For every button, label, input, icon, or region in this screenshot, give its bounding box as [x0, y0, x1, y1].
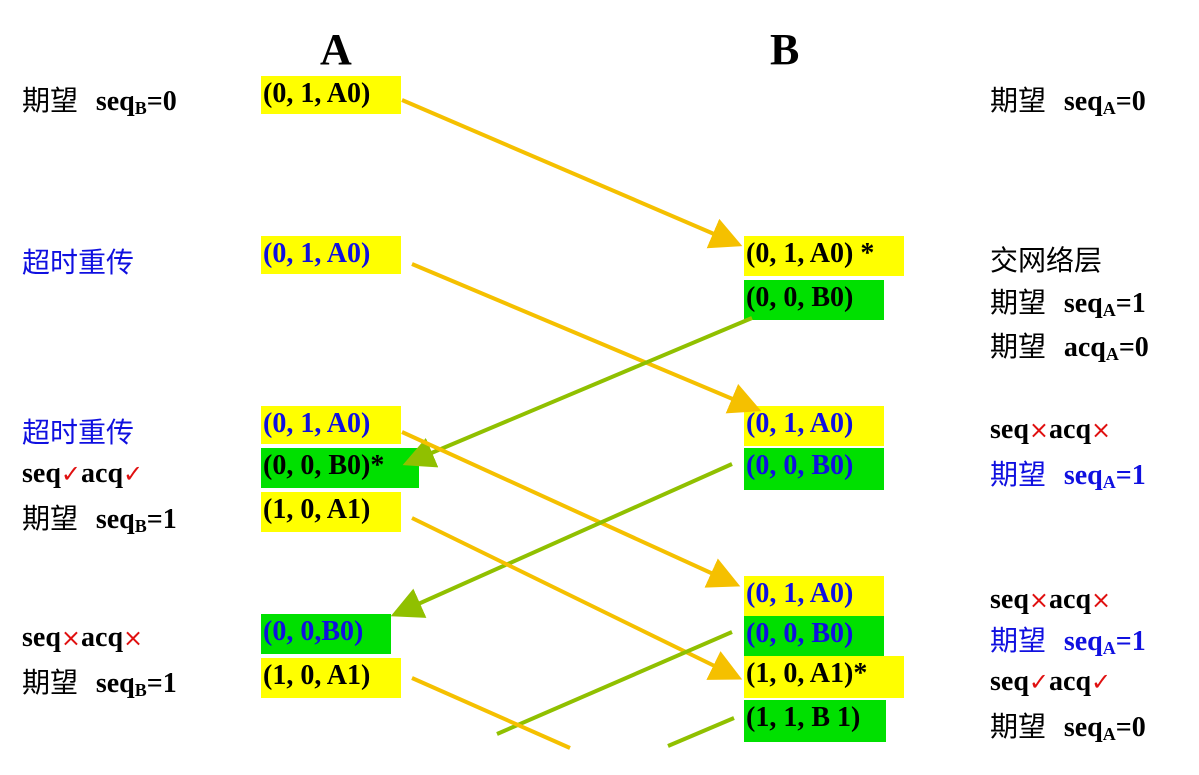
- frame-a-1: (0, 1, A0): [261, 76, 401, 114]
- left-expect-seq-b-1-again: 期望 seqB=1: [22, 666, 177, 700]
- host-b-header: B: [770, 25, 800, 74]
- yellow-arrow-a-to-b-3: [401, 430, 741, 588]
- right-seq-acq-fail-2: seq×acq×: [990, 584, 1112, 615]
- yellow-arrow-a-to-b-1: [401, 98, 743, 249]
- right-expect-seq-a-1-blue: 期望 seqA=1: [990, 458, 1146, 492]
- yellow-arrow-a-to-b-2: [411, 262, 762, 414]
- green-line-b-to-a-3: [496, 630, 733, 736]
- frame-a-4: (0, 0, B0)*: [261, 448, 419, 488]
- frame-a-5: (1, 0, A1): [261, 492, 401, 532]
- cross-icon: ×: [1028, 416, 1050, 444]
- right-deliver-network-layer: 交网络层: [990, 244, 1103, 277]
- right-expect-seq-a-0-final: 期望 seqA=0: [990, 710, 1146, 744]
- frame-b-1: (0, 1, A0) *: [744, 236, 904, 276]
- frame-b-4: (0, 0, B0): [744, 448, 884, 490]
- green-arrow-b-to-a-2: [390, 462, 733, 618]
- yellow-line-a-to-b-5: [411, 676, 571, 750]
- green-arrow-b-to-a-1: [402, 316, 753, 468]
- frame-a-6: (0, 0,B0): [261, 614, 391, 654]
- frame-a-2: (0, 1, A0): [261, 236, 401, 274]
- right-expect-acq-a-0: 期望 acqA=0: [990, 330, 1149, 364]
- cross-icon: ×: [123, 624, 144, 652]
- check-icon: ✓: [1028, 668, 1050, 696]
- frame-b-6: (0, 0, B0): [744, 616, 884, 656]
- check-icon: ✓: [123, 460, 144, 488]
- check-icon: ✓: [60, 460, 82, 488]
- yellow-arrow-a-to-b-4: [411, 516, 743, 680]
- frame-b-7: (1, 0, A1)*: [744, 656, 904, 698]
- left-expect-seq-b-1: 期望 seqB=1: [22, 502, 177, 536]
- frame-b-5: (0, 1, A0): [744, 576, 884, 616]
- cross-icon: ×: [1091, 586, 1112, 614]
- check-icon: ✓: [1091, 668, 1112, 696]
- right-expect-seq-a-1: 期望 seqA=1: [990, 286, 1146, 320]
- cross-icon: ×: [60, 624, 82, 652]
- frame-b-3: (0, 1, A0): [744, 406, 884, 446]
- left-timeout-retransmit-1: 超时重传: [22, 246, 135, 279]
- left-seq-acq-fail: seq×acq×: [22, 622, 144, 653]
- right-expect-seq-a-1-blue-2: 期望 seqA=1: [990, 624, 1146, 658]
- right-seq-acq-fail-1: seq×acq×: [990, 414, 1112, 445]
- frame-b-8: (1, 1, B 1): [744, 700, 886, 742]
- green-line-b-to-a-4: [667, 716, 735, 748]
- left-seq-acq-ok: seq✓acq✓: [22, 458, 144, 489]
- cross-icon: ×: [1091, 416, 1112, 444]
- frame-a-7: (1, 0, A1): [261, 658, 401, 698]
- left-timeout-retransmit-2: 超时重传: [22, 416, 135, 449]
- cross-icon: ×: [1028, 586, 1050, 614]
- frame-b-2: (0, 0, B0): [744, 280, 884, 320]
- frame-a-3: (0, 1, A0): [261, 406, 401, 444]
- left-expect-seq-b-0: 期望 seqB=0: [22, 84, 177, 118]
- right-seq-acq-ok: seq✓acq✓: [990, 666, 1112, 697]
- host-a-header: A: [320, 25, 352, 74]
- right-expect-seq-a-0: 期望 seqA=0: [990, 84, 1146, 118]
